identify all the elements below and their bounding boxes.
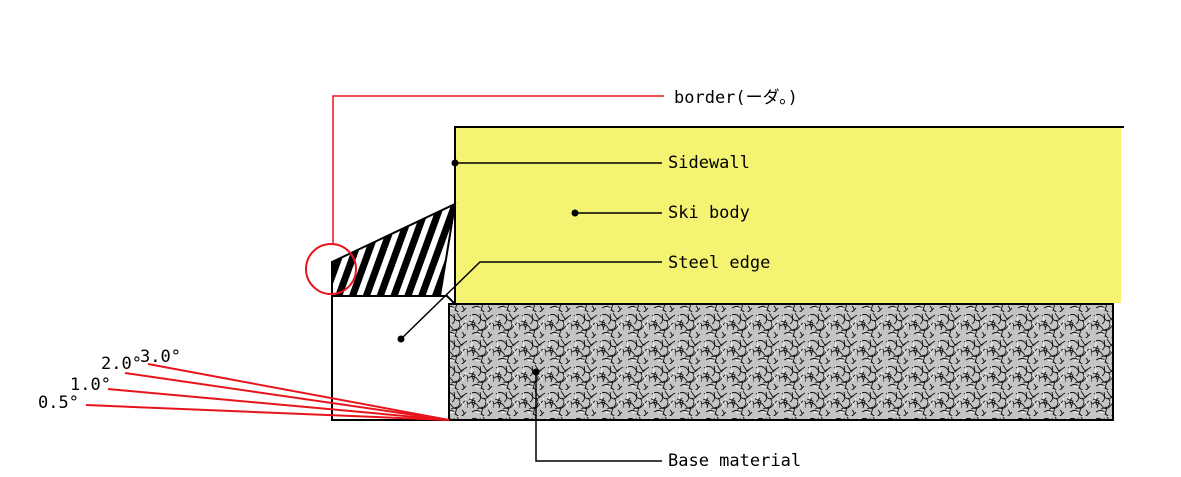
border-highlight-circle bbox=[305, 243, 357, 295]
ski-body-outline bbox=[454, 126, 1124, 204]
angle-line-0-5 bbox=[85, 404, 450, 421]
border-leader-line bbox=[332, 95, 664, 244]
sidewall-label: Sidewall bbox=[668, 153, 750, 173]
angle-label-1-0: 1.0° bbox=[70, 375, 111, 395]
angle-line-3-0 bbox=[147, 363, 450, 421]
angle-line-2-0 bbox=[124, 372, 450, 421]
steel-edge-label: Steel edge bbox=[668, 253, 770, 273]
base-material-region bbox=[448, 303, 1114, 421]
border-label: border(ーダ。) bbox=[674, 88, 798, 108]
base-material-leader-line bbox=[535, 372, 662, 462]
angle-line-1-0 bbox=[107, 388, 450, 421]
ski-body-region bbox=[455, 127, 1121, 303]
sidewall-hatched-wedge bbox=[331, 202, 457, 297]
ski-body-label: Ski body bbox=[668, 203, 750, 223]
steel-edge-leader-line bbox=[400, 261, 662, 340]
angle-lines bbox=[85, 363, 450, 421]
angle-label-3-0: 3.0° bbox=[140, 347, 181, 367]
base-material-label: Base material bbox=[668, 451, 801, 471]
angle-label-2-0: 2.0° bbox=[101, 354, 142, 374]
angle-label-0-5: 0.5° bbox=[38, 393, 79, 413]
